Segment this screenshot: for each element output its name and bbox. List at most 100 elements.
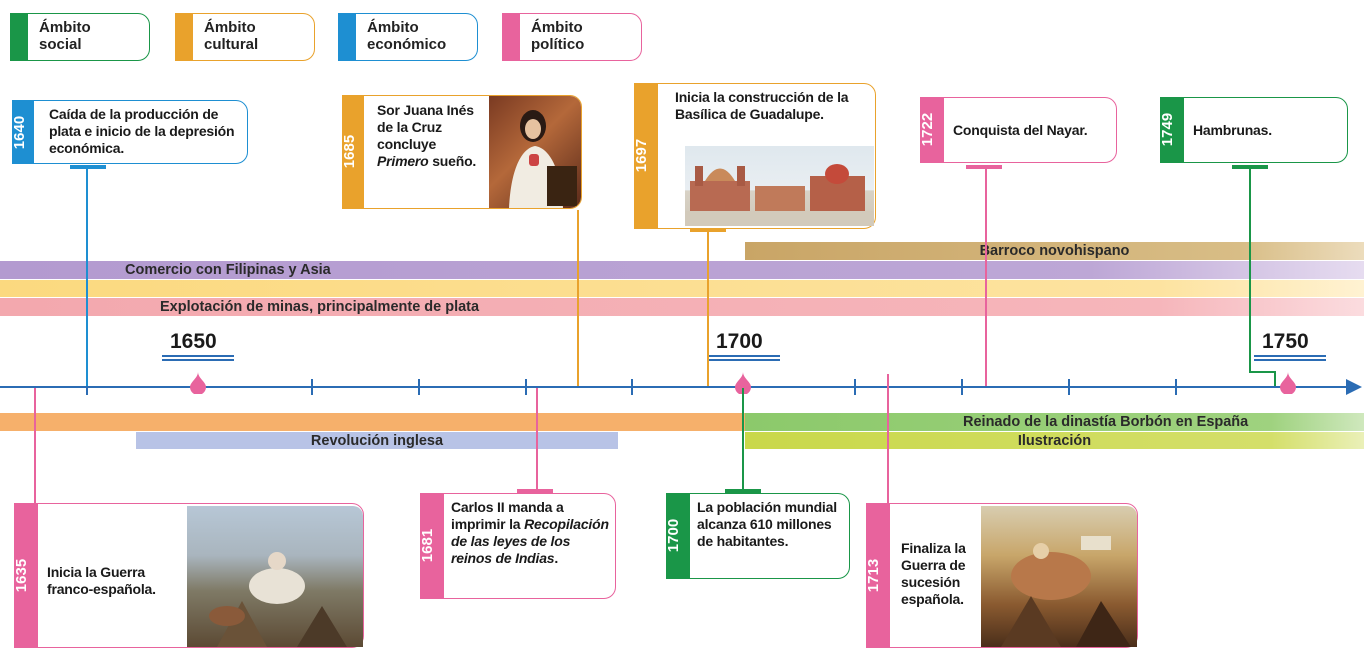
band-explotacion: Explotación de minas, principalmente de … [0,298,1364,316]
event-card-1681: 1681 Carlos II manda a imprimir la Recop… [418,492,616,599]
event-card-1685: 1685 Sor Juana Inés de la Cruz concluye … [340,94,582,209]
event-card-1635: 1635 Inicia la Guerra franco-española. [12,502,364,648]
event-year-1700: 1700 [664,518,682,552]
year-underline [1254,355,1326,357]
legend-cultural: Ámbito cultural [174,12,315,61]
event-text-1681-italic: Recopilación de las leyes de los reinos … [451,516,609,566]
band-barroco: Barroco novohispano [745,242,1364,260]
legend-color-social [9,12,28,61]
band-revolucion: Revolución inglesa [136,432,618,449]
event-card-1700: 1700 La población mundial alcanza 610 mi… [664,492,850,579]
event-year-1640: 1640 [10,115,28,149]
event-year-1697: 1697 [632,138,650,172]
event-text-1681: Carlos II manda a imprimir la Recopilaci… [451,499,613,567]
drop-marker-icon [190,372,206,394]
event-year-1713: 1713 [864,558,882,592]
connector-1749 [1249,167,1251,372]
connector-cap [725,489,761,493]
connector-1722 [985,167,987,386]
band-ilustracion-label: Ilustración [1017,433,1092,449]
portrait-image [489,96,581,208]
event-year-tab: 1697 [632,82,658,229]
event-year-tab: 1681 [418,492,444,599]
connector-1700 [742,388,744,492]
event-year-tab: 1700 [664,492,690,579]
axis-arrow-icon [1346,379,1362,395]
event-year-tab: 1713 [864,502,890,648]
event-text-1635: Inicia la Guerra franco-española. [47,564,156,597]
band-comercio-label: Comercio con Filipinas y Asia [125,262,331,278]
event-year-1635: 1635 [12,558,30,592]
band-comercio: Comercio con Filipinas y Asia [0,261,1364,279]
band-ilustracion: Ilustración [745,432,1364,449]
band-naranja [0,413,745,431]
event-year-1749: 1749 [1158,112,1176,146]
axis-year-1700: 1700 [716,330,763,353]
basilica-image [685,146,874,226]
event-text-1685-b: sueño. [428,153,477,169]
legend-economico: Ámbito económico [337,12,478,61]
band-explotacion-label: Explotación de minas, principalmente de … [160,299,480,315]
event-text-1640: Caída de la producción de plata e inicio… [49,106,235,156]
event-text-1713: Finaliza la Guerra de sucesión española. [901,540,966,607]
battle-painting-image [187,506,363,647]
connector-1685 [577,210,579,386]
band-borbon: Reinado de la dinastía Borbón en España [745,413,1364,431]
axis-tick [631,379,633,395]
connector-cap [966,165,1002,169]
event-text-1681-a: Carlos II manda a imprimir la [451,499,564,532]
axis-tick [311,379,313,395]
year-underline [708,359,780,361]
connector-1749-end [1274,371,1276,386]
connector-1635 [34,388,36,503]
axis-tick [525,379,527,395]
event-text-1700: La población mundial alcanza 610 millone… [697,499,837,549]
connector-1681 [536,388,538,492]
event-text-1749: Hambrunas. [1193,122,1272,138]
event-card-1697: 1697 Inicia la construcción de la Basíli… [632,82,876,229]
band-amarilla [0,280,1364,297]
event-year-tab: 1635 [12,502,38,648]
drop-marker-icon [1280,372,1296,394]
event-year-tab: 1640 [10,99,34,164]
band-revolucion-label: Revolución inglesa [310,433,444,449]
year-underline [708,355,780,357]
event-card-1722: 1722 Conquista del Nayar. [919,96,1117,163]
event-text-1685-italic: Primero [377,153,429,169]
connector-1713 [887,374,889,504]
legend-label-politico: Ámbito político [531,19,585,53]
event-text-1697: Inicia la construcción de la Basílica de… [675,89,849,122]
connector-1640 [86,167,88,386]
legend-label-social: Ámbito social [39,19,91,53]
event-card-1713: 1713 Finaliza la Guerra de sucesión espa… [864,502,1138,648]
axis-tick [961,379,963,395]
event-year-1685: 1685 [340,134,358,168]
event-text-1681-b: . [554,550,559,566]
connector-1749-h [1249,371,1275,373]
legend-label-economico: Ámbito económico [367,19,447,53]
connector-cap [70,165,106,169]
year-underline [162,359,234,361]
event-text-1685: Sor Juana Inés de la Cruz concluye Prime… [377,102,489,170]
legend-color-politico [501,12,520,61]
axis-year-1650: 1650 [170,330,217,353]
event-year-1681: 1681 [418,528,436,562]
battle-painting-image [981,506,1137,647]
band-barroco-label: Barroco novohispano [979,243,1130,259]
event-year-tab: 1685 [340,94,364,209]
event-card-1640: 1640 Caída de la producción de plata e i… [10,99,248,164]
drop-marker-icon [735,372,751,394]
timeline-axis [0,386,1350,388]
connector-cap [690,228,726,232]
event-text-1722: Conquista del Nayar. [953,122,1088,138]
event-year-tab: 1722 [919,96,944,163]
event-text-1685-a: Sor Juana Inés de la Cruz concluye [377,102,474,152]
axis-tick [1068,379,1070,395]
axis-tick [854,379,856,395]
axis-tick [1175,379,1177,395]
legend-social: Ámbito social [9,12,150,61]
axis-year-1750: 1750 [1262,330,1309,353]
year-underline [162,355,234,357]
connector-cap [1232,165,1268,169]
year-underline [1254,359,1326,361]
